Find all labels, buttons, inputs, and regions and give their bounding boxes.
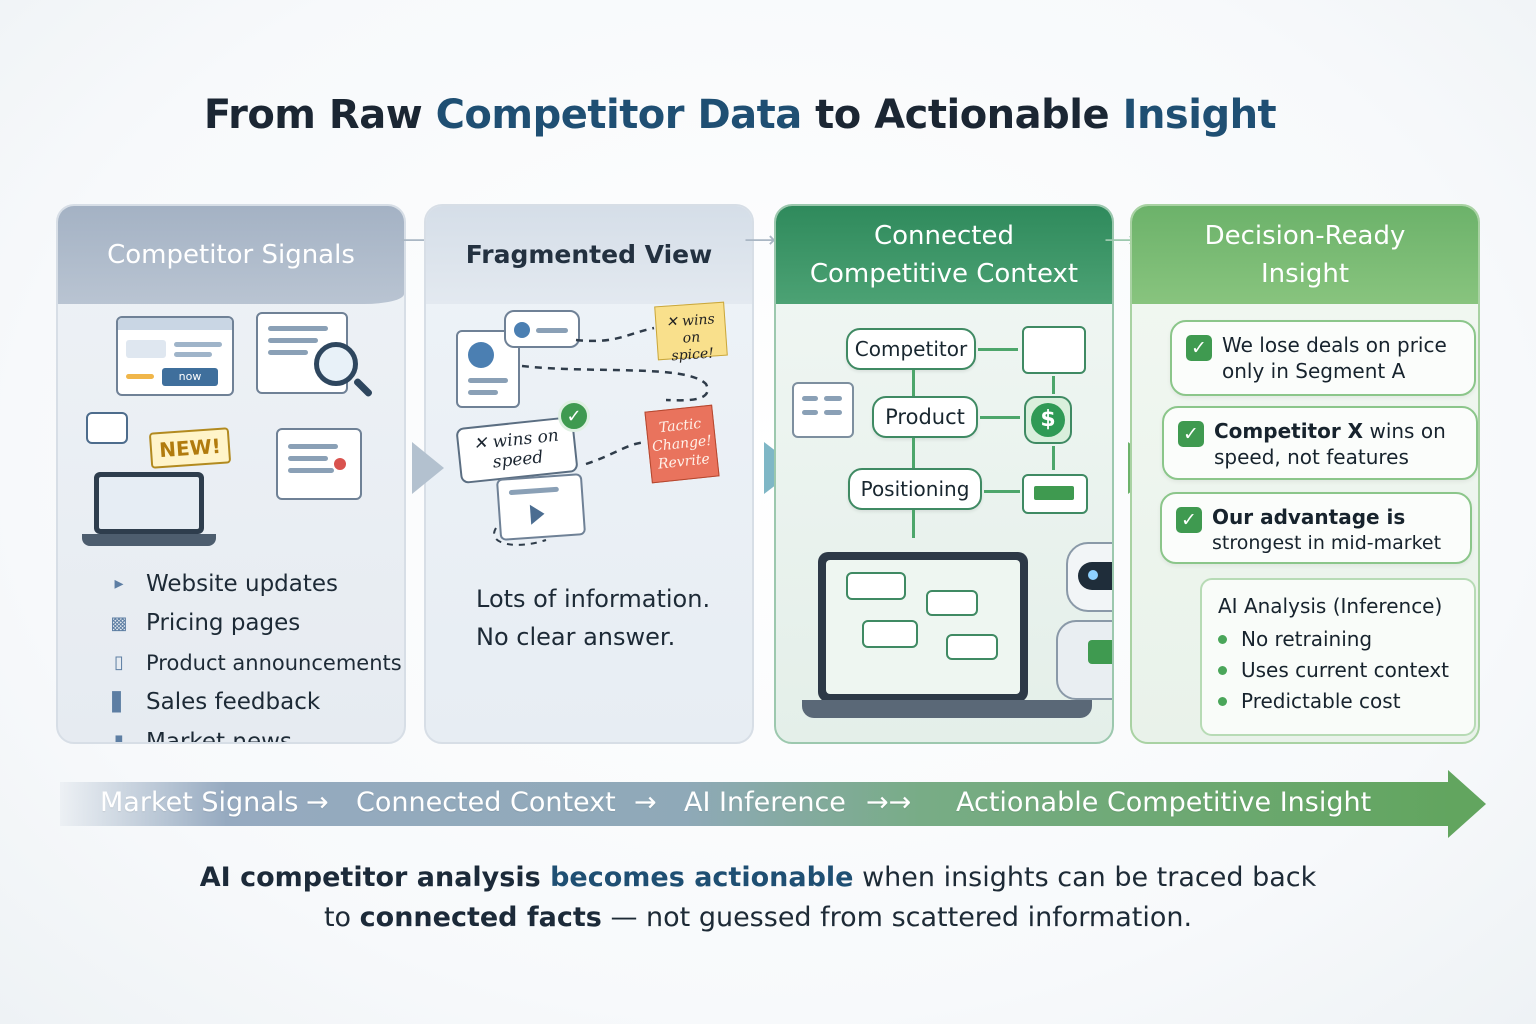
panel-fragmented-view: Fragmented View ✕ wins on spice! ✕ wins … <box>424 204 754 744</box>
price-tag-icon: ▩ <box>110 612 128 634</box>
insight-card: ✓ Competitor X wins on speed, not featur… <box>1162 406 1478 480</box>
pricing-card-icon <box>276 428 362 500</box>
document-icon <box>792 382 854 438</box>
list-item: ▮Market news <box>106 722 402 744</box>
card-icon <box>1022 474 1088 514</box>
fragmented-caption: Lots of information. No clear answer. <box>476 585 711 651</box>
title-highlight-competitor-data: Competitor Data <box>435 92 803 138</box>
panel-competitor-signals: Competitor Signals now N <box>56 204 406 744</box>
announcement-icon: ▯ <box>114 652 124 674</box>
list-item: Uses current context <box>1218 655 1458 686</box>
ai-analysis-box: AI Analysis (Inference) No retraining Us… <box>1200 578 1476 736</box>
bar-chart-icon: ▋ <box>112 691 126 713</box>
laptop-icon <box>818 552 1028 702</box>
dashed-connectors <box>493 326 709 546</box>
ai-analysis-title: AI Analysis (Inference) <box>1218 594 1443 618</box>
flow-step-ai-inference: AI Inference <box>684 787 846 818</box>
panel-heading: Connected Competitive Context <box>776 206 1112 304</box>
flow-step-connected-context: Connected Context <box>356 787 616 818</box>
footer-caption: AI competitor analysis becomes actionabl… <box>199 862 1317 933</box>
page-title: From Raw Competitor Data to Actionable I… <box>0 92 1480 138</box>
flow-step-actionable-insight: Actionable Competitive Insight <box>956 787 1372 818</box>
title-highlight-insight: Insight <box>1122 92 1277 138</box>
magnifier-handle <box>352 377 374 398</box>
check-icon: ✓ <box>558 400 590 432</box>
signals-list: ▸Website updates ▩Pricing pages ▯Product… <box>106 564 402 744</box>
node-positioning: Positioning <box>848 468 982 510</box>
flow-arrowhead-icon <box>1448 770 1486 838</box>
title-part3: to Actionable <box>801 92 1123 138</box>
flow-arrow: → <box>634 787 657 818</box>
bullet-icon <box>1218 666 1227 675</box>
chat-bubble-icon <box>504 310 580 348</box>
list-item: ▯Product announcements <box>106 643 402 683</box>
dollar-icon: $ <box>1024 396 1072 444</box>
list-item: ▩Pricing pages <box>106 604 402 644</box>
chart-card-icon <box>1022 326 1086 374</box>
truck-icon: ▮ <box>114 731 124 744</box>
signals-illustration: now NEW! <box>58 304 404 554</box>
flow-arrow: →→ <box>866 787 912 818</box>
laptop-icon <box>94 472 204 534</box>
flow-step-market-signals: Market Signals <box>100 787 299 818</box>
panel-connected-context: Connected Competitive Context Competitor… <box>774 204 1114 744</box>
robot-icon <box>1056 542 1112 722</box>
browser-window-icon: now <box>116 316 234 396</box>
magnifier-icon <box>314 342 358 386</box>
flow-arrow: → <box>306 787 329 818</box>
fragmented-illustration: ✕ wins on spice! ✕ wins on speed ✓ Tacti… <box>426 301 752 564</box>
list-item: ▋Sales feedback <box>106 683 402 723</box>
panel-heading: Competitor Signals <box>58 206 404 304</box>
context-graph: Competitor Product Positioning $ <box>776 304 1112 544</box>
list-item: No retraining <box>1218 624 1458 655</box>
arrow-icon <box>412 442 444 494</box>
node-competitor: Competitor <box>846 328 976 370</box>
panel-heading: Decision-Ready Insight <box>1132 206 1478 304</box>
profile-card-icon <box>456 330 520 408</box>
node-product: Product <box>872 396 978 438</box>
checkbox-checked-icon: ✓ <box>1178 421 1204 447</box>
checkbox-checked-icon: ✓ <box>1186 335 1212 361</box>
arrow-icon: ⟶ <box>744 228 776 253</box>
checkbox-checked-icon: ✓ <box>1176 507 1202 533</box>
list-item: ▸Website updates <box>106 564 402 604</box>
new-badge: NEW! <box>148 427 232 469</box>
panel-heading: Fragmented View <box>426 206 752 304</box>
panel-decision-ready-insight: Decision-Ready Insight ✓ We lose deals o… <box>1130 204 1480 744</box>
laptop-base <box>802 700 1092 718</box>
laptop-base <box>82 534 216 546</box>
bullet-icon <box>1218 697 1227 706</box>
bullet-icon <box>1218 635 1227 644</box>
now-badge: now <box>162 368 218 386</box>
chat-bubble-icon <box>86 412 128 444</box>
megaphone-icon: ▸ <box>114 573 124 595</box>
flow-bar <box>60 782 1450 826</box>
list-item: Predictable cost <box>1218 686 1458 717</box>
title-part1: From Raw <box>203 92 436 138</box>
